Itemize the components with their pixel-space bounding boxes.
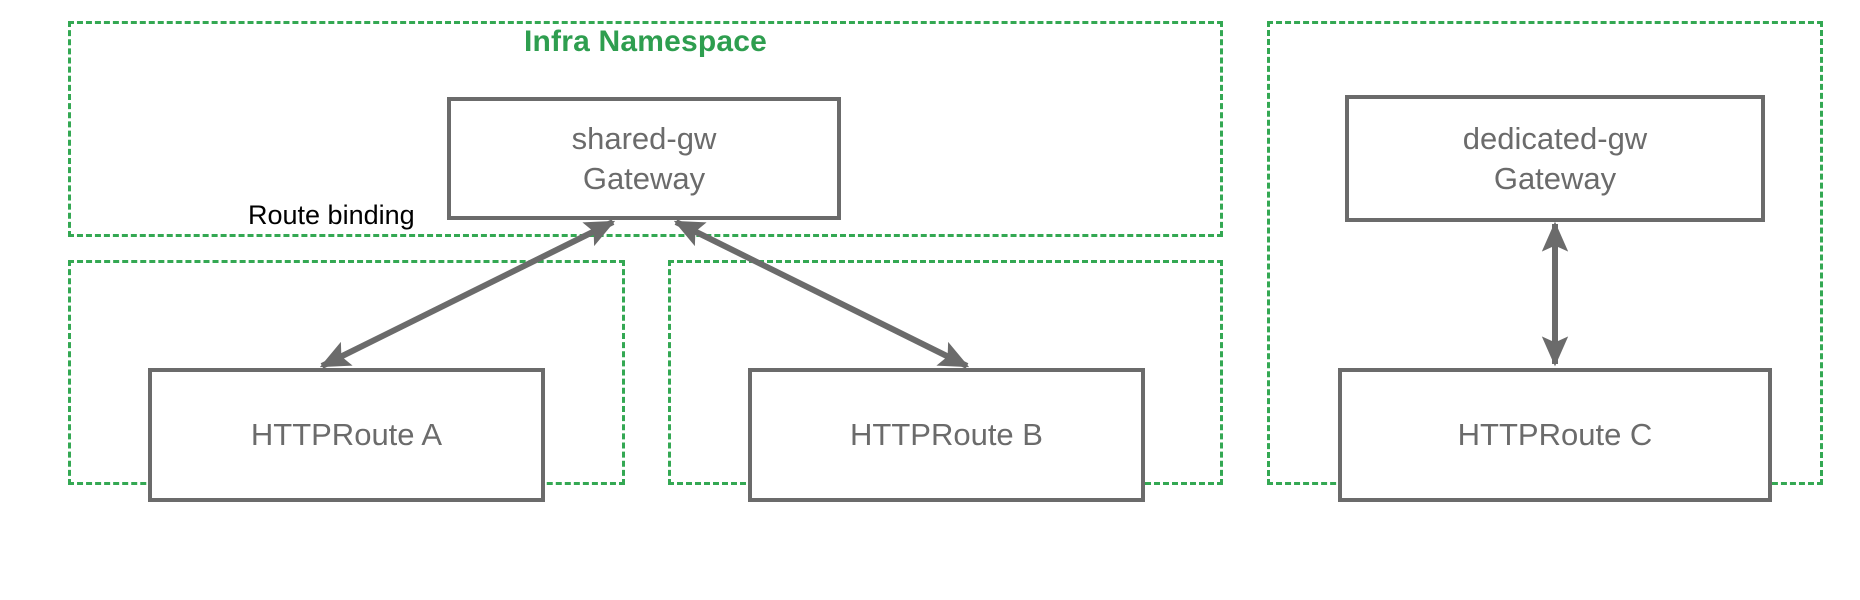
node-shared-gw-gateway[interactable]: shared-gw Gateway [447,97,841,220]
node-dedicated-gw-name: dedicated-gw [1462,120,1648,156]
node-dedicated-gw-gateway[interactable]: dedicated-gw Gateway [1345,95,1765,222]
edge-label-route-binding: Route binding [248,200,415,230]
namespace-box-infra [68,21,1223,237]
node-httproute-b-label: HTTPRoute B [850,417,1043,453]
namespace-label-infra: Infra Namespace [523,25,768,58]
node-httproute-a-label: HTTPRoute A [250,417,443,453]
node-httproute-b[interactable]: HTTPRoute B [748,368,1145,502]
node-shared-gw-kind: Gateway [582,160,706,196]
node-dedicated-gw-kind: Gateway [1493,160,1617,196]
node-httproute-c-label: HTTPRoute C [1457,417,1653,453]
node-httproute-c[interactable]: HTTPRoute C [1338,368,1772,502]
node-shared-gw-name: shared-gw [571,120,717,156]
node-httproute-a[interactable]: HTTPRoute A [148,368,545,502]
